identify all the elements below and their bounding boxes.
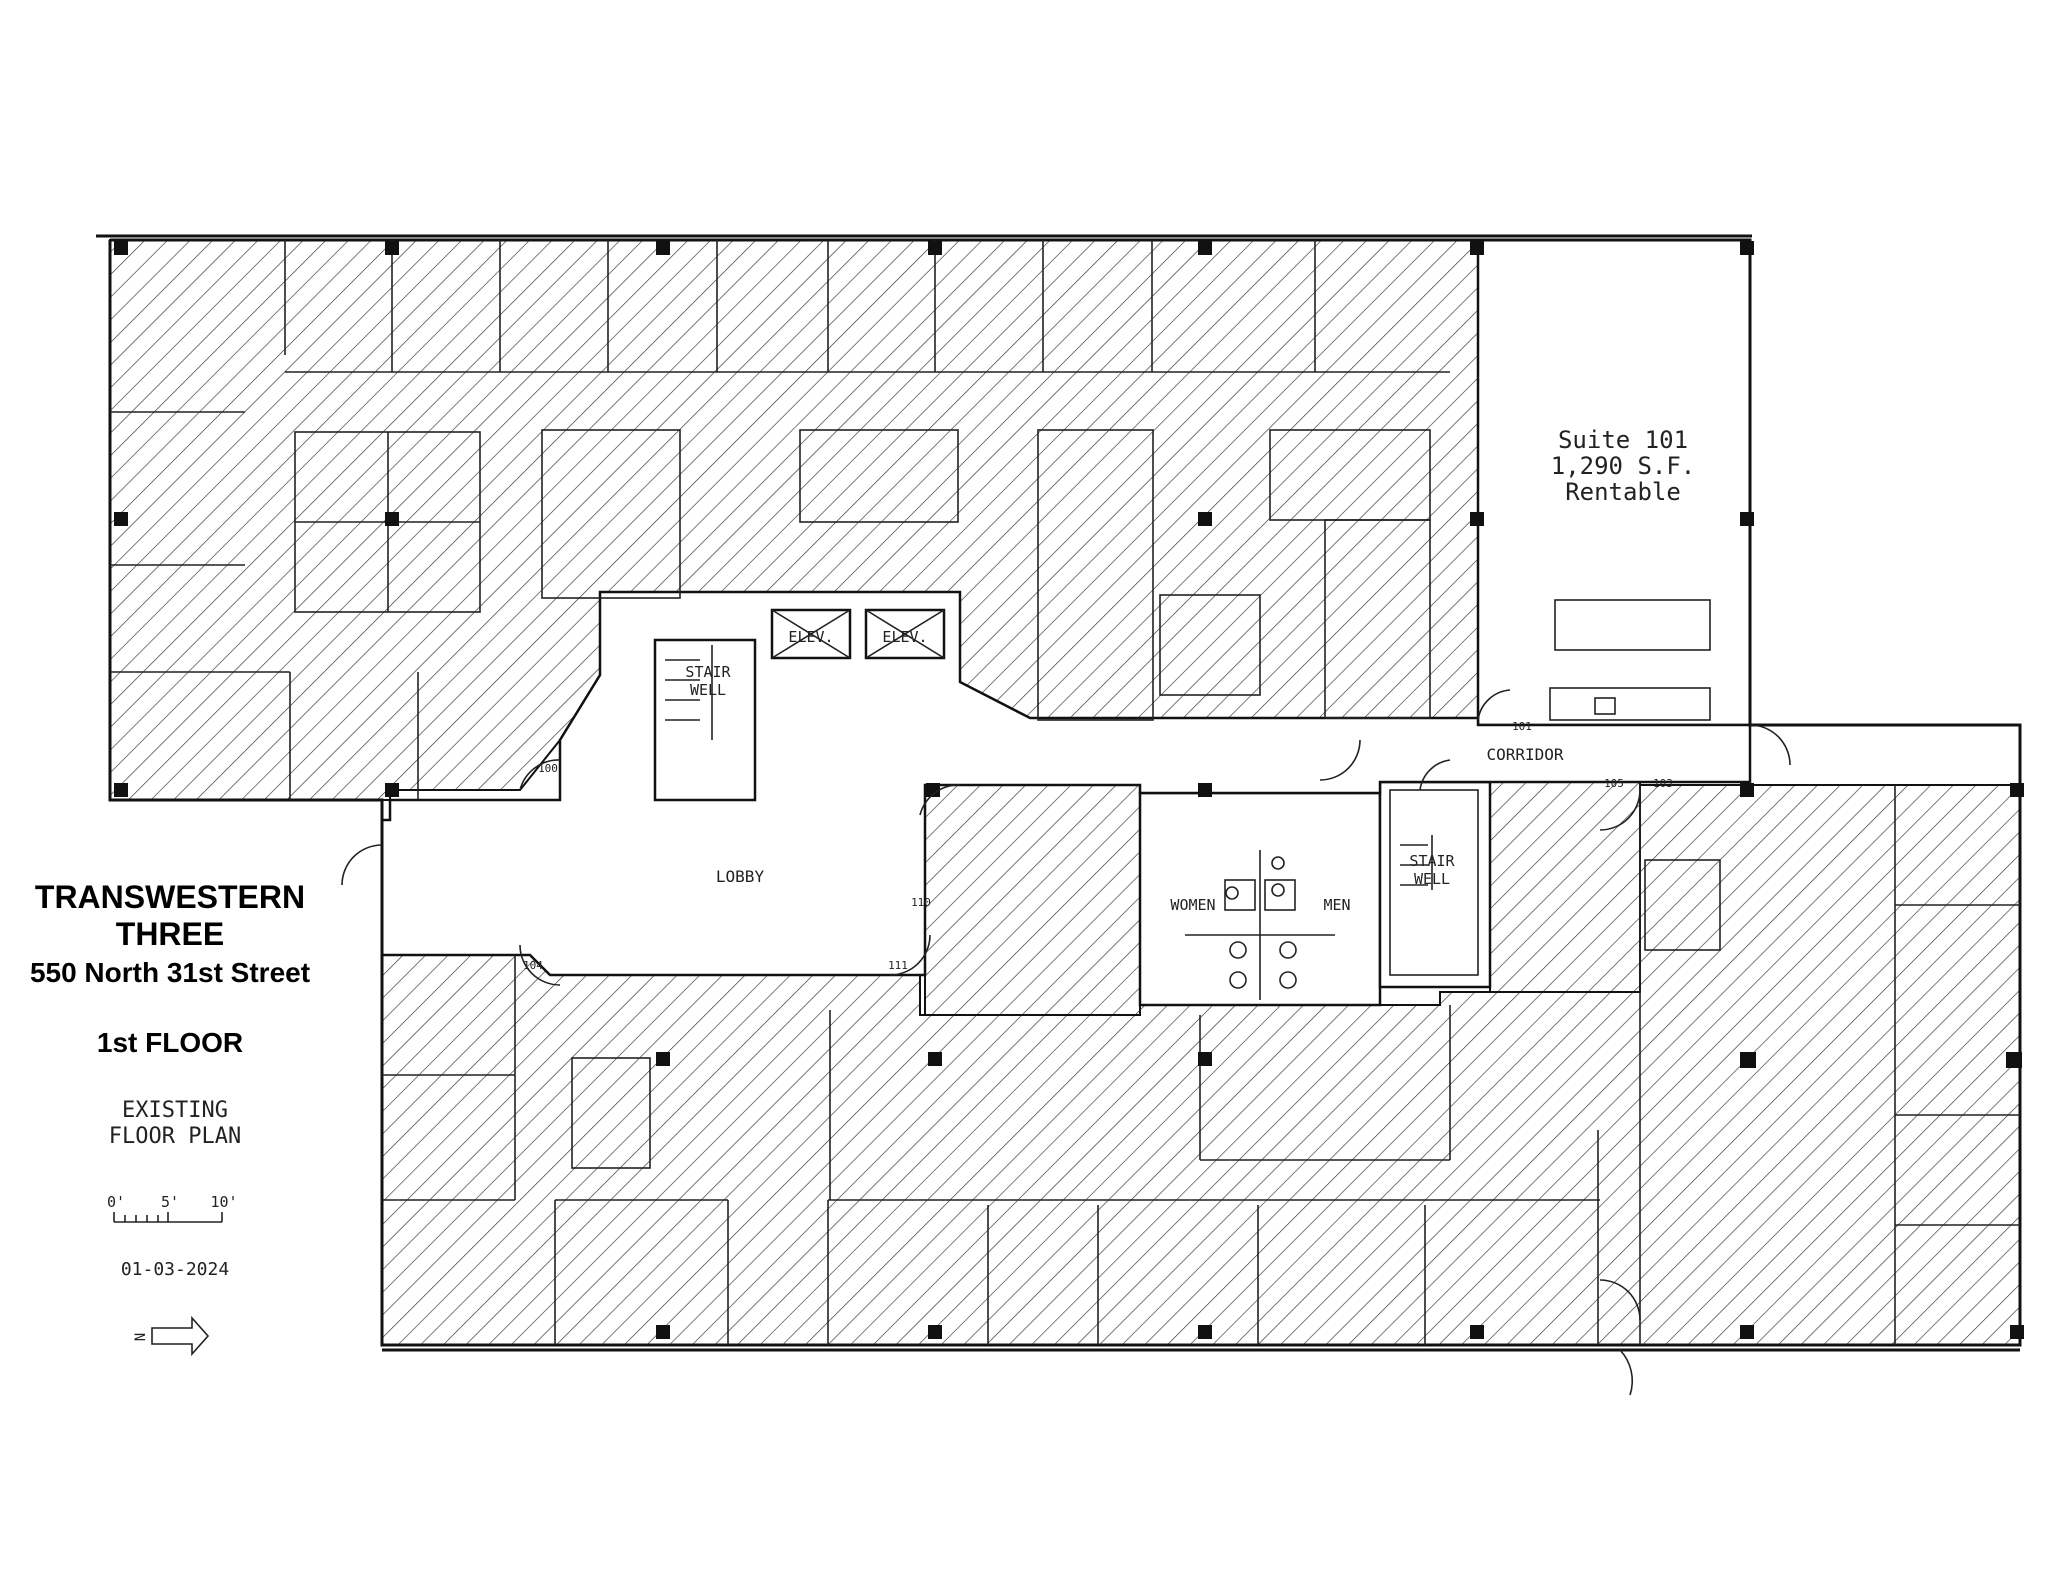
suite-101-area xyxy=(1476,238,1752,727)
room-number-103: 103 xyxy=(1653,777,1673,790)
corridor-label: CORRIDOR xyxy=(1486,745,1563,764)
scale-bar: 0' 5' 10' xyxy=(107,1193,238,1223)
west-stair-label-2: WELL xyxy=(690,681,726,699)
suite-note: Rentable xyxy=(1565,478,1681,506)
east-stair-label-2: WELL xyxy=(1414,870,1450,888)
building-plan: STAIR WELL ELEV. ELEV. WOMEN MEN xyxy=(96,234,2024,1396)
suite-kitchenette xyxy=(1549,599,1711,721)
room-numbers: 100 101 103 104 105 110 111 xyxy=(523,720,1673,972)
building-address: 550 North 31st Street xyxy=(30,957,310,988)
west-stair-label-1: STAIR xyxy=(685,663,731,681)
elevator-1-label: ELEV. xyxy=(788,628,833,646)
door-swings xyxy=(341,689,1791,1396)
scale-label-5: 5' xyxy=(161,1193,179,1211)
room-number-110: 110 xyxy=(911,896,931,909)
suite-101-label: Suite 101 1,290 S.F. Rentable xyxy=(1551,426,1696,506)
room-number-105: 105 xyxy=(1604,777,1624,790)
plan-type-line1: EXISTING xyxy=(122,1098,228,1123)
floor-label: 1st FLOOR xyxy=(97,1027,243,1058)
title-block: TRANSWESTERN THREE 550 North 31st Street… xyxy=(30,879,310,1357)
east-stair: STAIR WELL xyxy=(1389,789,1479,976)
suite-name: Suite 101 xyxy=(1558,426,1688,454)
scale-label-10: 10' xyxy=(210,1193,237,1211)
suite-area: 1,290 S.F. xyxy=(1551,452,1696,480)
building-name: TRANSWESTERN xyxy=(35,879,305,915)
north-letter: N xyxy=(133,1333,149,1341)
west-core: STAIR WELL ELEV. ELEV. xyxy=(653,608,946,802)
south-partitions xyxy=(382,785,2020,1345)
room-number-100: 100 xyxy=(538,762,558,775)
room-number-104: 104 xyxy=(523,959,543,972)
scale-label-0: 0' xyxy=(107,1193,125,1211)
east-stair-core xyxy=(1378,780,1492,989)
structural-columns xyxy=(114,241,2024,1339)
east-office-block xyxy=(1489,781,1641,993)
room-number-111: 111 xyxy=(888,959,908,972)
office-110-block xyxy=(924,784,1141,1016)
women-restroom-label: WOMEN xyxy=(1170,896,1215,914)
north-arrow-icon: N xyxy=(133,1315,210,1357)
lobby-label: LOBBY xyxy=(716,867,765,886)
men-restroom-label: MEN xyxy=(1323,896,1350,914)
east-stair-label-1: STAIR xyxy=(1409,852,1455,870)
building-number: THREE xyxy=(116,916,224,952)
elevator-2-label: ELEV. xyxy=(882,628,927,646)
restrooms: WOMEN MEN xyxy=(1170,850,1351,1000)
room-number-101: 101 xyxy=(1512,720,1532,733)
plan-date: 01-03-2024 xyxy=(121,1259,229,1280)
plan-type-line2: FLOOR PLAN xyxy=(109,1124,241,1149)
